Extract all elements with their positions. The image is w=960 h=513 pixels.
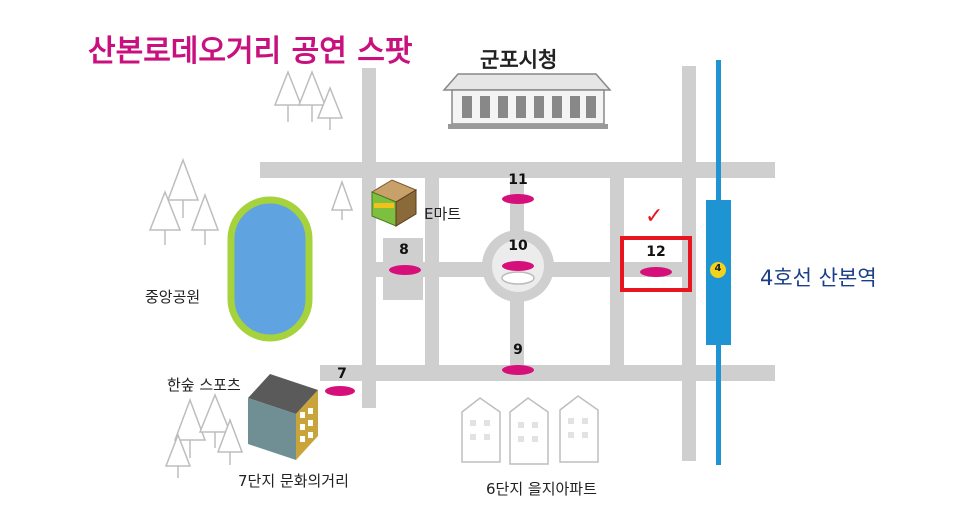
road-to-circle-top: [510, 178, 524, 238]
road-vertical-left: [362, 68, 376, 408]
line-4-badge: [708, 260, 728, 280]
spot-11-marker[interactable]: [502, 194, 534, 204]
performance-spots: [325, 194, 672, 396]
road-to-circle-bottom: [510, 295, 524, 370]
check-mark-icon: ✓: [645, 204, 664, 229]
spot-12-label: 12: [646, 244, 666, 260]
spot-9-marker[interactable]: [502, 365, 534, 375]
line-badge-label: 4: [714, 263, 722, 274]
spot-9-label: 9: [513, 342, 523, 358]
culture-street-label: 7단지 문화의거리: [238, 472, 349, 490]
emart-label: E마트: [424, 205, 462, 223]
sports-building-icon: [248, 374, 318, 460]
spot-10-label: 10: [508, 238, 528, 254]
emart-icon: [370, 179, 418, 227]
city-hall-icon: [442, 73, 612, 129]
spot-12-marker[interactable]: [640, 267, 672, 277]
sports-label: 한숲 스포츠: [167, 376, 241, 394]
spot-7-label: 7: [337, 366, 347, 382]
subway-line-4: [706, 60, 731, 465]
spot-10-marker[interactable]: [502, 261, 534, 271]
spot-7-marker[interactable]: [325, 386, 355, 396]
road-top: [260, 162, 775, 178]
spot-8-marker[interactable]: [389, 265, 421, 275]
city-hall-label: 군포시청: [480, 48, 558, 72]
central-park-label: 중앙공원: [145, 288, 201, 306]
road-bottom: [320, 365, 775, 381]
apartments-label: 6단지 을지아파트: [486, 480, 597, 498]
station-label: 4호선 산본역: [760, 266, 877, 290]
apartment-icon: [461, 395, 599, 465]
highlight-box-spot-12: [620, 236, 692, 292]
map-title: 산본로데오거리 공연 스팟: [88, 34, 413, 69]
spot-11-label: 11: [508, 172, 528, 188]
central-park-field: [227, 196, 313, 342]
spot-8-label: 8: [399, 242, 409, 258]
tree-icon: [148, 69, 354, 478]
